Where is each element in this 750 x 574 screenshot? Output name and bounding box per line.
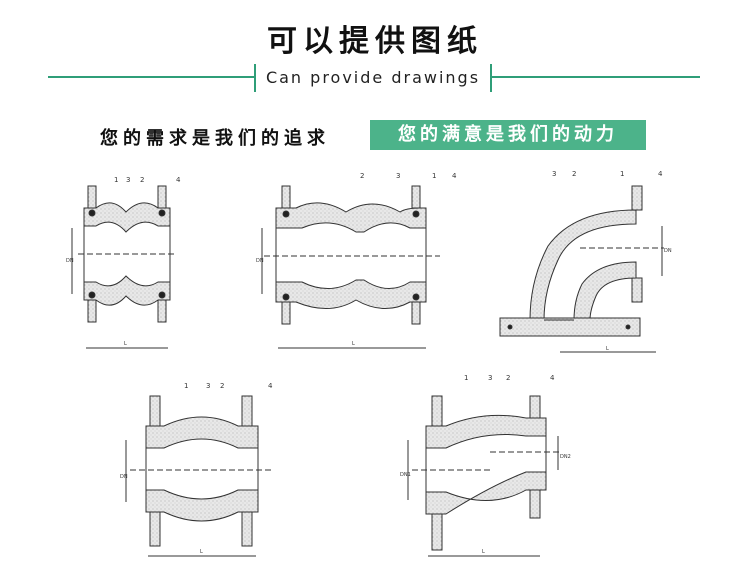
d5-label-3: 3 (488, 374, 492, 382)
d2-label-3: 3 (396, 172, 400, 180)
d5-dim-DN2: DN2 (560, 454, 571, 460)
slogan-right: 您的满意是我们的动力 (370, 120, 646, 150)
title-divider-right (492, 76, 700, 78)
d1-label-3: 3 (126, 176, 130, 184)
subtitle-frame (254, 64, 492, 92)
d5-dim-L: L (482, 549, 485, 555)
d3-dim-L: L (606, 346, 609, 352)
d3-label-3: 3 (552, 170, 556, 178)
d1-dim-DN: DN (66, 258, 74, 264)
drawing-reducer-sphere (407, 395, 560, 557)
d2-dim-L: L (352, 341, 355, 347)
page-title: 可以提供图纸 (267, 24, 483, 59)
page-subtitle: Can provide drawings (265, 68, 481, 87)
d2-label-4: 4 (452, 172, 457, 180)
d4-label-1: 1 (184, 382, 188, 390)
drawing-single-sphere (71, 185, 176, 349)
d4-dim-L: L (200, 549, 203, 555)
d5-label-2: 2 (506, 374, 510, 382)
d3-label-4: 4 (658, 170, 663, 178)
d2-label-2: 2 (360, 172, 364, 180)
d1-label-4: 4 (176, 176, 181, 184)
d1-label-2: 2 (140, 176, 144, 184)
d3-label-2: 2 (572, 170, 576, 178)
d4-label-4: 4 (268, 382, 273, 390)
d4-label-3: 3 (206, 382, 210, 390)
d1-dim-L: L (124, 341, 127, 347)
drawing-elbow (499, 185, 664, 353)
drawing-large-sphere (125, 395, 272, 557)
d3-dim-DN: DN (664, 248, 672, 254)
title-divider-left (48, 76, 254, 78)
d1-label-1: 1 (114, 176, 118, 184)
d4-dim-DN: DN (120, 474, 128, 480)
d3-label-1: 1 (620, 170, 624, 178)
d5-label-4: 4 (550, 374, 555, 382)
d5-dim-DN1: DN1 (400, 472, 411, 478)
d2-dim-DN: DN (256, 258, 264, 264)
drawing-double-sphere (261, 185, 440, 349)
slogan-left: 您的需求是我们的追求 (100, 128, 330, 149)
d5-label-1: 1 (464, 374, 468, 382)
d4-label-2: 2 (220, 382, 224, 390)
d2-label-1: 1 (432, 172, 436, 180)
